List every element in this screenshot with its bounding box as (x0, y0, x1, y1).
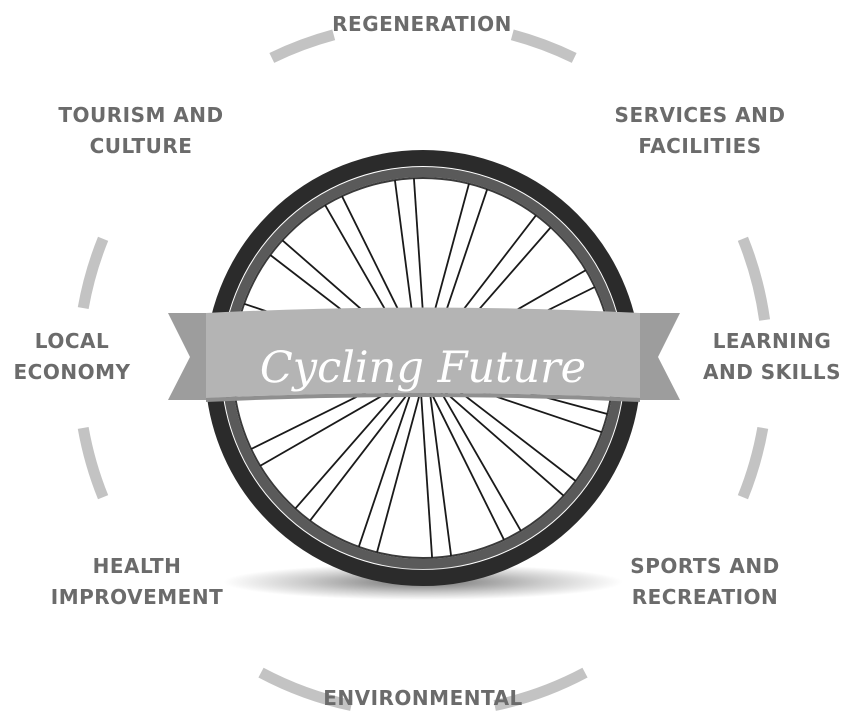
theme-label-sports-and-recreation: SPORTS AND RECREATION (630, 554, 780, 609)
theme-label-services-and-facilities: SERVICES AND FACILITIES (614, 103, 786, 158)
theme-label-local-economy: LOCAL ECONOMY (13, 329, 131, 384)
outer-ring (77, 29, 771, 711)
ring-arc (737, 426, 769, 500)
theme-label-learning-and-skills: LEARNING AND SKILLS (702, 329, 842, 384)
wheel-spoke (427, 380, 452, 557)
wheel-spoke (430, 378, 565, 497)
wheel-spoke (376, 381, 424, 553)
ring-arc (258, 667, 353, 711)
ring-arc (510, 29, 577, 63)
wheel-spoke (432, 377, 522, 532)
ring-arc (77, 236, 109, 310)
theme-label-environmental: ENVIRONMENTAL (323, 686, 523, 710)
wheel-spoke (294, 375, 413, 510)
wheel-spoke (309, 380, 419, 522)
banner-body (206, 307, 640, 398)
ring-arc (737, 236, 771, 321)
banner-title: Cycling Future (260, 343, 586, 393)
wheel-spoke (424, 381, 505, 541)
ribbon-banner: Cycling Future (168, 307, 680, 402)
wheel-spoke (419, 381, 433, 558)
ring-arc (493, 667, 588, 711)
theme-label-regeneration: REGENERATION (332, 12, 512, 36)
ring-arc (77, 426, 109, 500)
theme-label-health-improvement: HEALTH IMPROVEMENT (50, 554, 224, 609)
ring-arc (269, 29, 336, 63)
wheel-spoke (357, 379, 417, 548)
banner-shadow-edge (206, 393, 640, 402)
theme-label-tourism-and-culture: TOURISM AND CULTURE (58, 103, 224, 158)
